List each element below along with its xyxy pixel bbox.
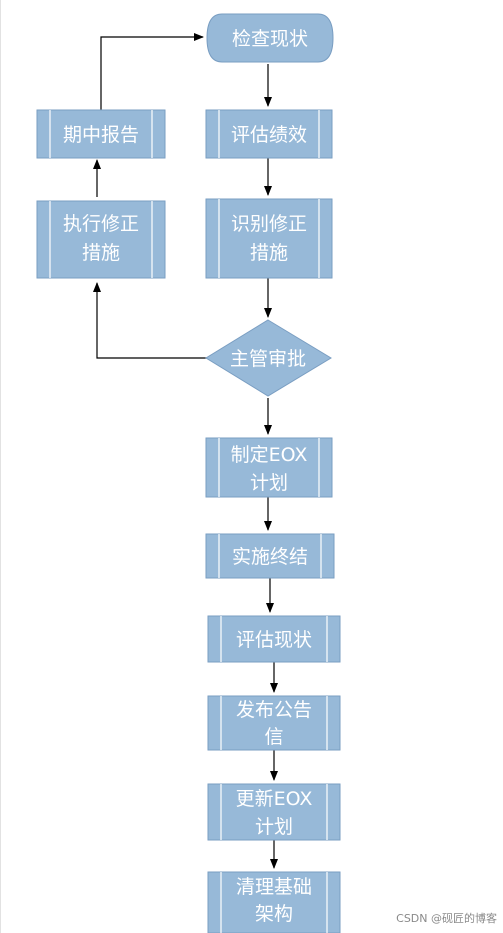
node-update-eox-label-1: 更新EOX	[236, 788, 313, 810]
node-evaluate-performance-label: 评估绩效	[231, 124, 307, 146]
node-clean-infra-label-1: 清理基础	[236, 876, 312, 898]
node-execute-fix: 执行修正 措施	[36, 200, 166, 279]
arrow-report-to-check	[100, 33, 204, 110]
node-identify-fix-label-1: 识别修正	[231, 213, 307, 235]
node-evaluate-status: 评估现状	[207, 615, 341, 663]
connectors	[93, 33, 278, 869]
node-evaluate-status-label: 评估现状	[236, 629, 312, 651]
node-check-status: 检查现状	[206, 13, 334, 63]
node-update-eox-label-2: 计划	[255, 816, 293, 838]
left-border	[0, 0, 1, 933]
node-midterm-report-label: 期中报告	[63, 124, 139, 146]
node-manager-approval-label: 主管审批	[230, 348, 306, 370]
node-make-eox-plan: 制定EOX 计划	[205, 437, 333, 498]
node-identify-fix: 识别修正 措施	[205, 198, 333, 279]
node-manager-approval: 主管审批	[205, 319, 332, 397]
node-implement-end-label: 实施终结	[232, 546, 308, 568]
node-update-eox-plan: 更新EOX 计划	[207, 783, 341, 841]
node-publish-notice-label-1: 发布公告	[236, 699, 312, 721]
node-clean-infra-label-2: 架构	[255, 903, 293, 925]
node-execute-fix-label-1: 执行修正	[63, 213, 139, 235]
node-make-eox-label-1: 制定EOX	[231, 444, 308, 466]
node-implement-end: 实施终结	[205, 533, 335, 579]
node-publish-notice: 发布公告 信	[207, 695, 341, 751]
node-execute-fix-label-2: 措施	[82, 242, 120, 264]
node-publish-notice-label-2: 信	[264, 726, 283, 748]
watermark: CSDN @砚匠的博客	[396, 912, 497, 925]
node-evaluate-performance: 评估绩效	[205, 109, 333, 159]
arrow-approval-to-execute	[93, 282, 207, 359]
node-midterm-report: 期中报告	[36, 109, 166, 159]
node-clean-infrastructure: 清理基础 架构	[207, 871, 341, 933]
node-identify-fix-label-2: 措施	[250, 242, 288, 264]
node-make-eox-label-2: 计划	[250, 472, 288, 494]
node-check-status-label: 检查现状	[232, 28, 308, 50]
